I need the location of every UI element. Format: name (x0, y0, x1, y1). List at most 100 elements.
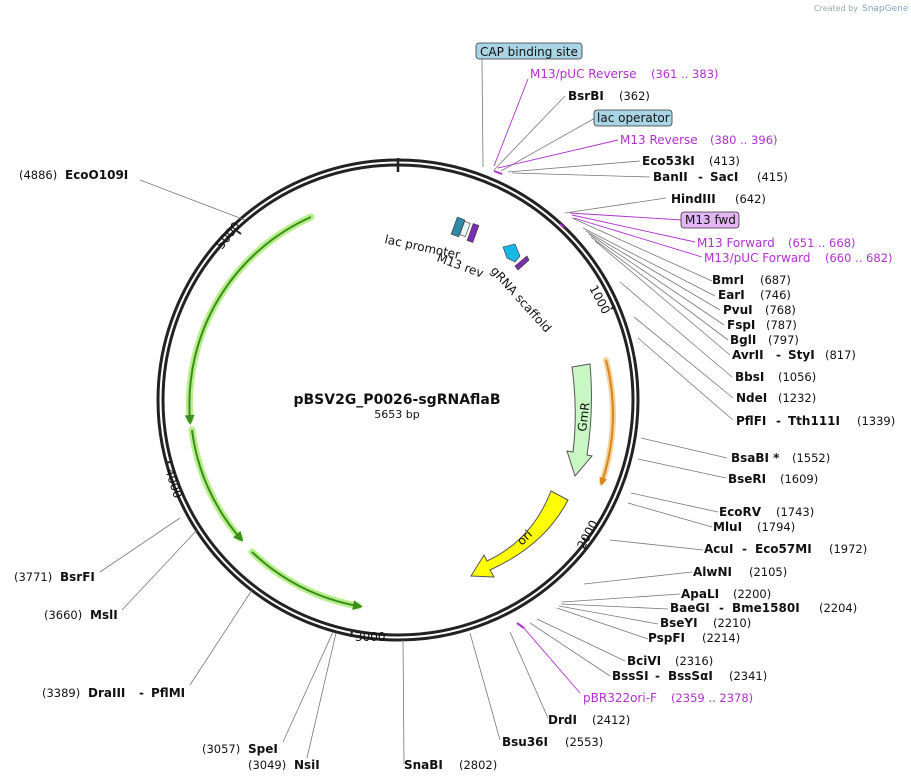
enzyme-fspi-pos: (787) (766, 318, 797, 332)
enzyme-bseri-name: BseRI (728, 472, 766, 486)
leader-msli (121, 529, 198, 611)
leader-bseyi (558, 605, 659, 625)
orf-arcs (184, 213, 363, 611)
primer-m13-reverse-name: M13 Reverse (620, 133, 698, 147)
enzyme-bsssi-pos: (2341) (729, 669, 767, 683)
leader-pvui (585, 230, 721, 311)
primer-mark-m13-reverse (493, 170, 503, 175)
leader-avrii (594, 240, 731, 356)
created-by-text: Created by (814, 4, 858, 13)
leader-m13-puc-forward (573, 217, 703, 258)
leader-mlui (627, 502, 713, 528)
primer-m13-reverse-range: (380 .. 396) (710, 133, 778, 147)
enzyme-bsrbi-name: BsrBI (568, 89, 604, 103)
grna-scaffold-label: gRNA scaffold (488, 264, 554, 336)
enzyme-bsabi-pos: (1552) (792, 451, 830, 465)
enzyme-bseri-pos: (1609) (780, 472, 818, 486)
leader-alwni (583, 571, 693, 585)
enzyme-eari-name: EarI (718, 288, 745, 302)
tick-mark-1000 (610, 305, 616, 310)
primer-m13-puc-forward-name: M13/pUC Forward (704, 251, 811, 265)
leader-fspi (588, 233, 725, 326)
enzyme-eco53ki-pos: (413) (709, 154, 740, 168)
leader-pbr322ori-f (522, 626, 581, 694)
enzyme-bgli-name: BglI (730, 333, 756, 347)
enzyme-avrii-name: AvrII (732, 348, 764, 362)
primer-mark-m13-forward (559, 223, 565, 229)
enzyme-snabi-pos: (2802) (459, 758, 497, 772)
leader-m13-forward (571, 214, 696, 243)
enzyme-pspfi-pos: (2214) (702, 631, 740, 645)
tick-mark-4000 (164, 461, 171, 464)
leader-ndei (633, 316, 734, 399)
enzyme-acui-dash: - (742, 542, 747, 556)
primer-m13-puc-forward-range: (660 .. 682) (825, 251, 893, 265)
tick-label-5000: 5000 (213, 219, 243, 252)
lac-operator-box (593, 109, 673, 127)
enzyme-apali-pos: (2200) (733, 587, 771, 601)
enzyme-msli-name: MslI (90, 608, 118, 622)
enzyme-labels-right: BsrBI (362) Eco53kI (413) BanII - SacI (… (404, 89, 895, 772)
enzyme-ndei-pos: (1232) (778, 391, 816, 405)
leader-eari (582, 227, 716, 297)
enzyme-acui-pos: (1972) (829, 542, 867, 556)
enzyme-bsu36i-name: Bsu36I (502, 735, 548, 749)
enzyme-spei-name: SpeI (248, 742, 278, 756)
leader-eco0109i (139, 179, 246, 221)
leader-baegi (560, 603, 669, 610)
enzyme-alwni-pos: (2105) (749, 565, 787, 579)
leader-bbsi (619, 281, 733, 378)
gmr-arrow (566, 363, 593, 478)
enzyme-baegi-name: BaeGI (670, 601, 710, 615)
enzyme-bgli-pos: (797) (768, 333, 799, 347)
leader-bsrfi (99, 517, 181, 573)
cap-binding-site-label: CAP binding site (480, 45, 578, 59)
enzyme-sacI-name: SacI (710, 170, 738, 184)
leader-cap-binding-site (481, 58, 484, 168)
tick-mark-5000 (236, 230, 242, 235)
leader-eco53ki (507, 160, 641, 173)
enzyme-bbsi-name: BbsI (735, 370, 764, 384)
leader-hindiii (564, 197, 667, 214)
enzyme-drdi-pos: (2412) (592, 713, 630, 727)
enzyme-bmri-pos: (687) (760, 273, 791, 287)
grna-scaffold-arrow (502, 243, 521, 263)
plasmid-size: 5653 bp (374, 408, 419, 421)
leader-banii (511, 172, 651, 178)
primer-m13-puc-reverse-range: (361 .. 383) (651, 67, 719, 81)
primer-leader-lines (493, 78, 703, 694)
enzyme-fspi-name: FspI (727, 318, 755, 332)
orf-arc-3 (251, 551, 363, 611)
enzyme-eco0109i-name: EcoO109I (65, 168, 128, 182)
leader-nsii (306, 632, 337, 759)
enzyme-draiii-dash: - (139, 686, 144, 700)
enzyme-mlui-pos: (1794) (757, 520, 795, 534)
enzyme-avrii-dash: - (776, 348, 781, 362)
gmr-label: GmR (575, 402, 592, 433)
leader-drdi (509, 631, 549, 719)
leader-bcivi (536, 618, 626, 662)
plasmid-name: pBSV2G_P0026-sgRNAflaB (293, 392, 500, 408)
enzyme-mlui-name: MluI (713, 520, 742, 534)
ori-arrow (470, 490, 569, 578)
enzyme-bseyi-name: BseYI (660, 616, 698, 630)
leader-bsabi (640, 437, 728, 459)
leader-bsssi (529, 622, 611, 677)
m13-fwd-label: M13 fwd (685, 213, 736, 227)
primer-pbr322ori-f-range: (2359 .. 2378) (671, 691, 753, 705)
leader-draiii (189, 589, 253, 686)
leader-bsu36i (469, 632, 501, 741)
enzyme-acui-name: AcuI (704, 542, 733, 556)
leader-ecorv (630, 492, 719, 513)
enzyme-pflfi-name: PflFI (736, 414, 766, 428)
enzyme-tth111i-name: Tth111I (788, 414, 840, 428)
enzyme-pvui-name: PvuI (723, 303, 753, 317)
tick-mark-2000 (582, 537, 588, 542)
enzyme-pflmi-name: PflMI (151, 686, 185, 700)
enzyme-bsssi-dash: - (655, 669, 660, 683)
leader-m13-reverse (497, 139, 619, 169)
leader-bmri (571, 217, 713, 282)
enzyme-banii-dash: - (698, 170, 703, 184)
enzyme-bbsi-pos: (1056) (778, 370, 816, 384)
